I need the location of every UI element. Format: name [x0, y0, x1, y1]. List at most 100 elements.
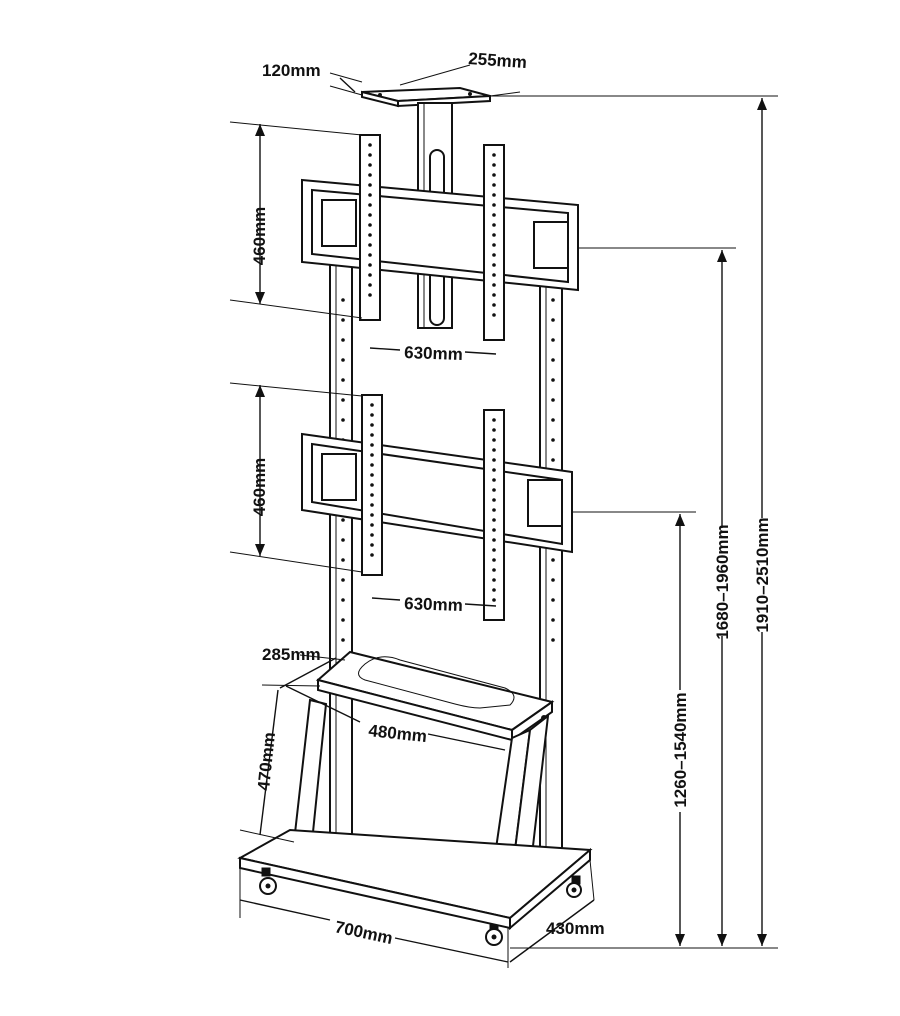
mounting-hole [341, 638, 345, 642]
mounting-hole [341, 598, 345, 602]
mounting-hole [551, 418, 555, 422]
mounting-hole [492, 458, 496, 462]
upper-mount-bracket [301, 134, 579, 341]
mounting-hole [341, 538, 345, 542]
mounting-hole [492, 488, 496, 492]
mounting-hole [368, 193, 372, 197]
mounting-hole [492, 283, 496, 287]
mounting-hole [341, 378, 345, 382]
mounting-hole [368, 233, 372, 237]
mounting-hole [341, 618, 345, 622]
mounting-hole [551, 458, 555, 462]
mounting-hole [551, 298, 555, 302]
base-width-label: 700mm [333, 917, 394, 948]
mounting-hole [341, 418, 345, 422]
mounting-hole [341, 338, 345, 342]
mounting-hole [492, 203, 496, 207]
mounting-hole [370, 463, 374, 467]
lower-bracket-height-label: 460mm [250, 458, 269, 517]
mounting-hole [492, 183, 496, 187]
mounting-hole [551, 438, 555, 442]
mounting-hole [341, 398, 345, 402]
shelf-height-label: 470mm [254, 731, 279, 791]
mounting-hole [492, 598, 496, 602]
mounting-hole [368, 173, 372, 177]
mounting-hole [492, 163, 496, 167]
mounting-hole [551, 578, 555, 582]
upper-bracket-spacing-label: 630mm [404, 343, 463, 364]
mounting-hole [492, 578, 496, 582]
mounting-hole [551, 618, 555, 622]
mounting-hole [370, 543, 374, 547]
lower-mount-bracket [301, 394, 573, 621]
mounting-hole [370, 493, 374, 497]
top-plate-width-label: 255mm [468, 49, 528, 72]
mounting-hole [492, 438, 496, 442]
caster-wheel [566, 875, 582, 898]
mounting-hole [551, 398, 555, 402]
mounting-hole [492, 478, 496, 482]
mounting-hole [341, 558, 345, 562]
mounting-hole [368, 203, 372, 207]
mounting-hole [551, 318, 555, 322]
mounting-hole [492, 548, 496, 552]
mounting-hole [492, 518, 496, 522]
mounting-hole [370, 403, 374, 407]
mounting-hole [551, 358, 555, 362]
wheeled-base [237, 828, 593, 946]
mounting-hole [492, 588, 496, 592]
lower-mount-height-label: 1260–1540mm [671, 692, 690, 807]
mounting-hole [370, 433, 374, 437]
mounting-hole [551, 558, 555, 562]
mounting-hole [370, 453, 374, 457]
mounting-hole [492, 263, 496, 267]
mounting-hole [492, 153, 496, 157]
mounting-hole [492, 528, 496, 532]
mounting-hole [368, 183, 372, 187]
mounting-hole [492, 293, 496, 297]
mounting-hole [368, 153, 372, 157]
mounting-hole [368, 293, 372, 297]
mounting-hole [551, 338, 555, 342]
caster-wheel [485, 924, 503, 946]
mounting-hole [370, 483, 374, 487]
lower-bracket-spacing-label: 630mm [404, 594, 463, 615]
upper-bracket-height-label: 460mm [250, 207, 269, 266]
mounting-hole [492, 273, 496, 277]
mounting-hole [492, 428, 496, 432]
mounting-hole [492, 508, 496, 512]
mounting-hole [492, 498, 496, 502]
upright-columns [329, 249, 563, 861]
mounting-hole [341, 358, 345, 362]
mounting-hole [551, 638, 555, 642]
mounting-hole [492, 243, 496, 247]
mounting-hole [341, 318, 345, 322]
mounting-hole [551, 378, 555, 382]
overall-height-label: 1910–2510mm [753, 517, 772, 632]
mounting-hole [492, 468, 496, 472]
mounting-hole [492, 213, 496, 217]
mounting-hole [492, 223, 496, 227]
mounting-hole [370, 523, 374, 527]
top-plate-depth-label: 120mm [262, 61, 321, 80]
mounting-hole [341, 578, 345, 582]
mounting-hole [492, 418, 496, 422]
upper-mount-height-label: 1680–1960mm [713, 524, 732, 639]
mounting-hole [368, 243, 372, 247]
mounting-hole [492, 313, 496, 317]
mounting-hole [368, 273, 372, 277]
mounting-hole [492, 448, 496, 452]
mounting-hole [370, 423, 374, 427]
mounting-hole [492, 233, 496, 237]
mounting-hole [370, 443, 374, 447]
mounting-hole [492, 303, 496, 307]
mounting-hole [368, 163, 372, 167]
mounting-hole [368, 223, 372, 227]
mounting-hole [370, 503, 374, 507]
mounting-hole [368, 213, 372, 217]
mounting-hole [492, 253, 496, 257]
mounting-hole [370, 533, 374, 537]
mounting-hole [341, 518, 345, 522]
mounting-hole [368, 143, 372, 147]
